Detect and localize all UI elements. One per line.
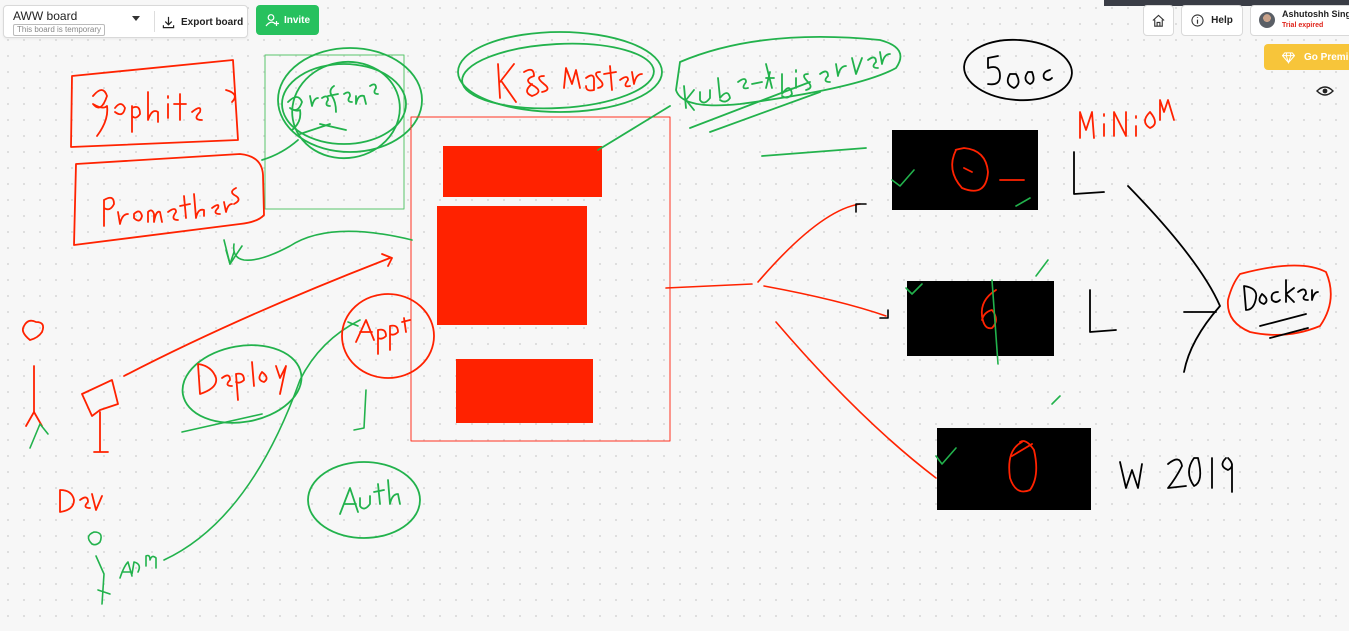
docker-note: [1227, 264, 1332, 339]
app-note: [341, 293, 435, 431]
master-component-3: [456, 359, 593, 423]
deploy-line: [181, 413, 263, 433]
dev-figure: [21, 319, 103, 513]
master-connectors: [665, 203, 937, 479]
worker-node-1: [891, 130, 1038, 210]
trial-status: Trial expired: [1282, 22, 1324, 29]
k8s-master-note: [457, 31, 663, 113]
deploy-note: [181, 344, 303, 424]
download-icon: [162, 16, 175, 28]
metrics-arrow: [223, 230, 413, 265]
export-board-button[interactable]: Export board: [162, 13, 243, 31]
diamond-icon: [1282, 51, 1295, 64]
master-component-1: [443, 146, 602, 197]
board-name[interactable]: AWW board: [13, 9, 78, 23]
toolbar-divider: [154, 11, 155, 32]
home-icon: [1152, 14, 1165, 27]
go-premium-button[interactable]: Go Premium: [1264, 44, 1349, 70]
go-premium-label: Go Premium: [1304, 51, 1349, 63]
count-note: [963, 38, 1073, 102]
computer-figure: [81, 253, 393, 453]
worker-annotations: [1073, 151, 1221, 373]
grafana-note: [261, 47, 423, 161]
connector-arrowheads: [855, 203, 889, 319]
worker-node-3: [935, 395, 1091, 510]
master-node-frame: [410, 116, 671, 442]
avatar: [1259, 12, 1275, 28]
minion-label: [1079, 99, 1175, 139]
home-button[interactable]: [1143, 5, 1174, 36]
adm-figure: [87, 319, 361, 605]
connector-apiserver: [597, 105, 671, 151]
board-selector[interactable]: AWW board This board is temporary Export…: [3, 5, 248, 38]
help-label: Help: [1211, 15, 1233, 26]
top-strip: [1104, 0, 1349, 6]
info-icon: [1191, 14, 1204, 27]
add-user-icon: [265, 14, 279, 27]
temporary-badge: This board is temporary: [13, 24, 106, 36]
user-menu[interactable]: Ashutoshh Singh Trial expired: [1250, 5, 1349, 36]
user-name: Ashutoshh Singh: [1282, 9, 1349, 19]
export-board-label: Export board: [181, 16, 244, 28]
master-component-2: [437, 206, 587, 325]
auth-note: [307, 461, 421, 539]
prometheus-note: [73, 153, 265, 246]
eye-icon[interactable]: [1316, 84, 1334, 98]
help-button[interactable]: Help: [1181, 5, 1243, 36]
worker-node-2: [905, 259, 1054, 365]
invite-button[interactable]: Invite: [256, 5, 319, 35]
grafana-frame: [264, 54, 405, 210]
graphite-note: [70, 59, 239, 148]
windows-label: [1119, 457, 1233, 493]
chevron-down-icon[interactable]: [132, 16, 140, 21]
kube-apiserver-note: [675, 35, 902, 157]
invite-label: Invite: [283, 14, 311, 26]
dev-arrow: [29, 423, 49, 449]
